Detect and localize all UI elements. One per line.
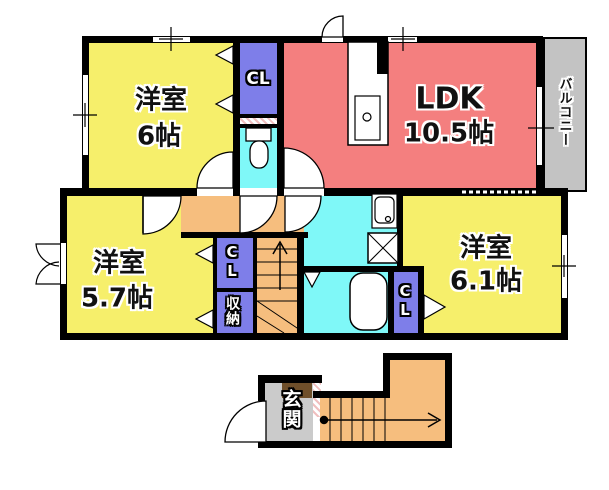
- window-ldk-top: [388, 37, 417, 42]
- wall-stairs1f-upper-top: [383, 353, 452, 360]
- label-balcony: バルコニー: [556, 77, 572, 147]
- casement-window-icon: [35, 243, 60, 285]
- washroom-floor: [304, 196, 397, 266]
- bathroom-floor: [304, 272, 388, 333]
- entrance-step-hatch: [313, 383, 321, 417]
- wall-stairs1f-right: [445, 353, 452, 448]
- wall-washroom-right: [397, 188, 403, 266]
- wall-stairs1f-top: [313, 391, 390, 398]
- door-arc-ldk-top: [321, 15, 344, 38]
- wall-stairs-right: [297, 232, 304, 333]
- closet3-floor: [394, 272, 418, 333]
- doorway-bedroom1: [197, 188, 233, 196]
- label-closet1: CL: [246, 69, 270, 89]
- toilet-room-floor: [240, 127, 277, 188]
- stairs-1f-upper-floor: [390, 360, 445, 441]
- wall-top: [82, 36, 543, 43]
- closet1-floor: [240, 43, 277, 117]
- wall-stairs1f-upper-left: [383, 353, 390, 398]
- label-bedroom3-name: 洋室: [459, 233, 513, 264]
- window-balcony: [537, 87, 542, 165]
- wall-hall-bottom: [181, 232, 308, 238]
- hallway-floor: [181, 196, 304, 232]
- balcony-floor: [543, 37, 587, 192]
- window-bedroom2-left: [61, 243, 66, 284]
- shoe-cabinet: [282, 381, 312, 398]
- room-ldk-floor: [284, 43, 536, 188]
- label-bedroom2-name: 洋室: [92, 248, 146, 279]
- wall-entrance-bottom: [258, 441, 452, 448]
- label-closet3: CL: [396, 282, 414, 320]
- label-bedroom2-size: 5.7帖: [80, 283, 154, 314]
- label-ldk-name: LDK: [415, 81, 483, 117]
- label-bedroom3-size: 6.1帖: [449, 266, 523, 297]
- wall-closet2-divider: [217, 288, 253, 292]
- label-bedroom1-name: 洋室: [134, 85, 188, 116]
- label-ldk-size: 10.5帖: [403, 118, 495, 149]
- wall-entrance-top: [258, 375, 322, 383]
- stairs-1f-lower-floor: [320, 398, 390, 441]
- label-closet2: CL: [223, 243, 241, 281]
- window-bedroom1-left: [83, 75, 88, 155]
- doorway-ldk: [284, 188, 324, 196]
- wall-bath-right: [388, 272, 394, 333]
- storage-floor: [217, 292, 253, 333]
- wall-closet2-left: [213, 232, 217, 333]
- wall-closet-ldk: [277, 43, 284, 188]
- closet1-hatch-strip: [240, 114, 277, 128]
- wall-bedroom1-closet: [233, 43, 240, 188]
- doorway-entrance: [258, 401, 265, 441]
- label-bedroom1-size: 6帖: [136, 121, 182, 152]
- window-bedroom3-right: [562, 235, 567, 298]
- doorway-toilet: [240, 188, 277, 196]
- label-storage: 収納: [224, 296, 240, 326]
- door-ldk-top: [322, 37, 343, 42]
- label-entrance: 玄関: [279, 389, 302, 429]
- stairs-2f-floor: [257, 238, 300, 333]
- wall-closet2-right: [253, 238, 257, 333]
- closet2-floor: [217, 238, 253, 288]
- wall-closet3-right: [418, 266, 424, 333]
- wall-mid-bottom: [60, 333, 568, 340]
- window-bedroom1-top: [153, 37, 190, 42]
- wall-bath-top: [297, 266, 424, 272]
